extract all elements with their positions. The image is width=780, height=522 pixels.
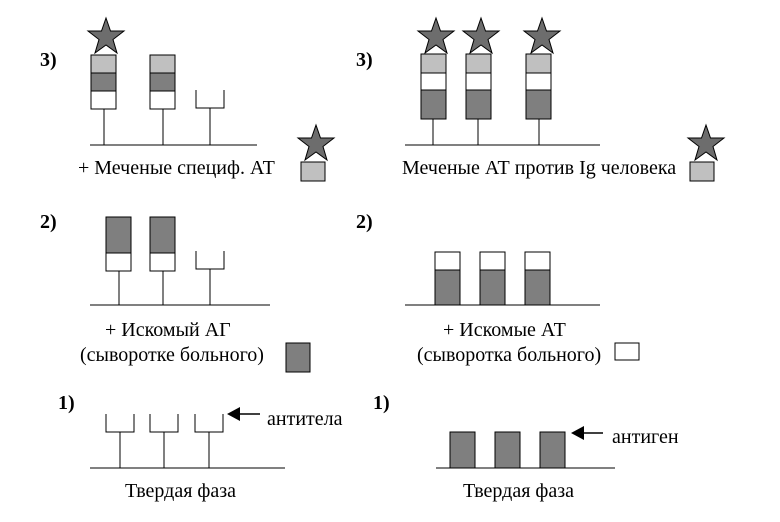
left-step3-antibody-2	[149, 54, 176, 145]
left-step1-label: антитела	[267, 408, 343, 430]
left-step3-number: 3)	[40, 49, 57, 71]
left-step2: 2) + Искомый АГ (сыворотке больного)	[40, 211, 311, 373]
right-step2-legend-antibody	[614, 342, 640, 361]
left-step3-empty-antibody	[195, 90, 225, 145]
left-step2-antibody-1	[105, 216, 132, 305]
right-step1-arrow-icon	[571, 426, 603, 440]
right-step1-antigen-1	[449, 431, 476, 469]
label-star-icon	[87, 17, 125, 54]
left-step2-empty-antibody	[195, 251, 225, 305]
right-step3-number: 3)	[356, 49, 373, 71]
left-step2-line1: + Искомый АГ	[105, 319, 231, 341]
label-star-icon	[297, 124, 335, 161]
right-step3-legend-labeled-ab	[687, 124, 725, 182]
left-step2-line2: (сыворотке больного)	[80, 344, 264, 366]
right-step3-complex-1	[417, 17, 455, 145]
right-step1-solid-phase: Твердая фаза	[463, 480, 574, 502]
right-step3-complex-2	[462, 17, 500, 145]
right-step2-complex-3	[524, 251, 551, 306]
label-star-icon	[687, 124, 725, 161]
right-step1-antigen-2	[494, 431, 521, 469]
right-step3-complex-3	[523, 17, 561, 145]
right-step1-label: антиген	[612, 426, 679, 448]
label-star-icon	[523, 17, 561, 54]
left-step1-antibody-3	[194, 414, 224, 468]
left-step3: 3) + Меченые специф. АТ	[40, 17, 335, 182]
label-star-icon	[462, 17, 500, 54]
left-step1-antibody-1	[105, 414, 135, 468]
right-step2-number: 2)	[356, 211, 373, 233]
right-step1-number: 1)	[373, 392, 390, 414]
left-step3-legend-labeled-ab	[297, 124, 335, 182]
left-step3-text: + Меченые специф. АТ	[78, 157, 275, 179]
left-step1-arrow-icon	[227, 407, 260, 421]
right-step2-complex-1	[434, 251, 461, 306]
right-step2-line2: (сыворотка больного)	[417, 344, 601, 366]
label-star-icon	[417, 17, 455, 54]
left-step1-antibody-2	[149, 414, 179, 468]
right-step2-line1: + Искомые АТ	[443, 319, 566, 341]
right-step3: 3) Меченые АТ против Ig человека	[356, 17, 725, 182]
right-step2: 2) + Искомые АТ (сыворотка больного)	[356, 211, 640, 366]
right-step3-text: Меченые АТ против Ig человека	[402, 157, 676, 179]
right-step1: 1) антиген Твердая фаза	[373, 392, 679, 502]
right-step1-antigen-3	[539, 431, 566, 469]
left-step1-solid-phase: Твердая фаза	[125, 480, 236, 502]
right-step2-complex-2	[479, 251, 506, 306]
left-step2-legend-antigen	[285, 342, 311, 373]
left-step2-number: 2)	[40, 211, 57, 233]
left-step3-antibody-1	[87, 17, 125, 145]
left-step2-antibody-2	[149, 216, 176, 305]
left-step1: 1) антитела Твердая фаза	[58, 392, 343, 502]
left-step1-number: 1)	[58, 392, 75, 414]
